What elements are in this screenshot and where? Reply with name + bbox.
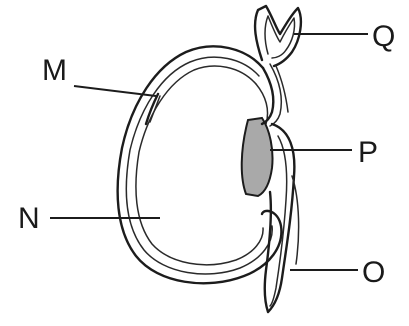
label-o: O — [362, 256, 385, 289]
label-q: Q — [372, 20, 395, 53]
funicle-stalk — [276, 66, 288, 112]
label-p: P — [358, 136, 378, 169]
funicle-inner — [265, 16, 295, 58]
hilum-region — [242, 118, 273, 196]
label-m: M — [42, 54, 67, 87]
label-n: N — [18, 202, 40, 235]
